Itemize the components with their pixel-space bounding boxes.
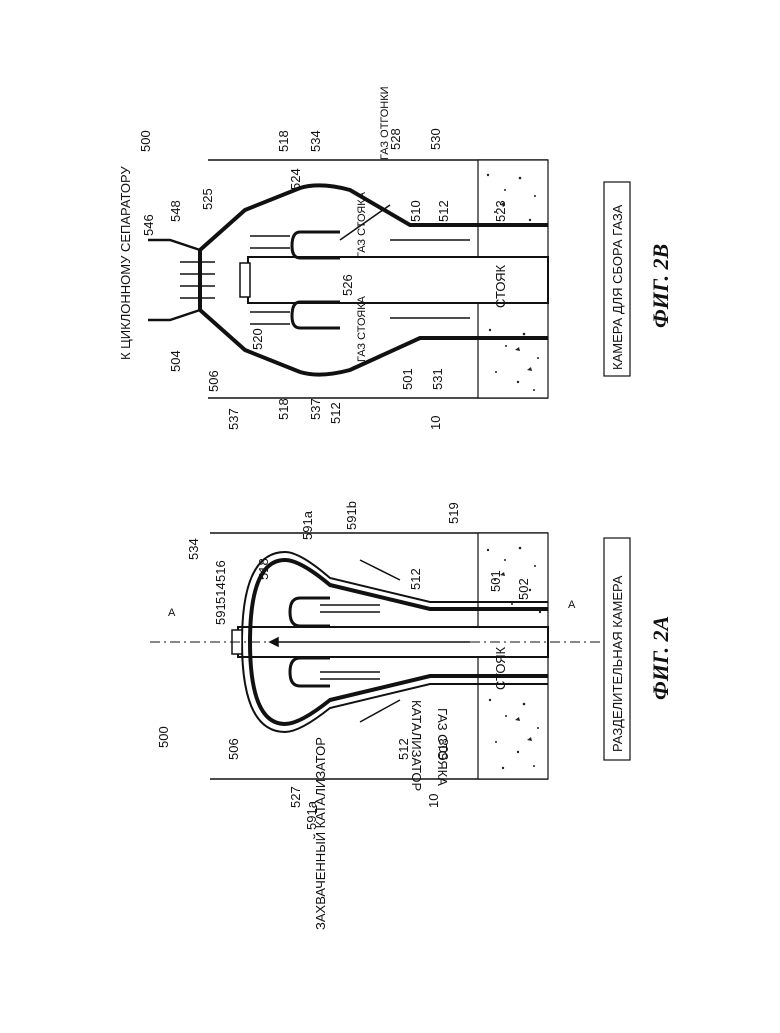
ref-546-2b: 546 [141, 214, 156, 236]
caption-2a: РАЗДЕЛИТЕЛЬНАЯ КАМЕРА [610, 575, 625, 752]
outlet-pipe-left-2b [148, 240, 200, 250]
ref-524-2b: 524 [288, 168, 303, 190]
ref-500-2a: 500 [156, 726, 171, 748]
ref-506-2b: 506 [206, 370, 221, 392]
trapped-catalyst-label-2a: ЗАХВАЧЕННЫЙ КАТАЛИЗАТОР [313, 737, 328, 930]
ref-537-top-2b: 534 [308, 130, 323, 152]
catalyst-label-2a: КАТАЛИЗАТОР [409, 700, 424, 791]
ref-548-2b: 548 [168, 200, 183, 222]
ref-512-top-2b: 512 [436, 200, 451, 222]
ref-518-2a: 518 [256, 558, 271, 580]
ref-506-2a: 506 [226, 738, 241, 760]
ref-537-bottom-2b: 537 [308, 398, 323, 420]
riser-gas-left-2b: ГАЗ СТОЯКА [356, 191, 368, 258]
ref-518-bottom-2b: 518 [276, 398, 291, 420]
ref-514-2a: 514 [213, 582, 228, 604]
ref-502-2a: 502 [516, 578, 531, 600]
ref-534-2a: 534 [186, 538, 201, 560]
riser-cap-2b [240, 263, 250, 297]
ref-10-2b: 10 [428, 416, 443, 430]
ref-500-2b: 500 [138, 130, 153, 152]
fig-label-2b: ФИГ. 2B [648, 244, 673, 328]
ref-518-top-2b: 518 [276, 130, 291, 152]
ref-512-top-2a: 512 [408, 568, 423, 590]
ref-526-2b: 526 [340, 274, 355, 296]
section-marker-top-2a: A [168, 607, 176, 619]
ref-504-2b: 504 [168, 350, 183, 372]
ref-501-2a: 501 [488, 570, 503, 592]
ref-527-2a: 527 [288, 786, 303, 808]
baffle-right-2b [292, 302, 340, 328]
figure-2b: СТОЯК ГАЗ СТОЯКА ГАЗ СТОЯКА ГАЗ ОТГОНКИ … [118, 86, 673, 430]
riser-gas-right-2b: ГАЗ СТОЯКА [356, 295, 368, 362]
ref-516-2a: 516 [213, 560, 228, 582]
ref-10-2a: 10 [426, 794, 441, 808]
outlet-pipe-right-2b [148, 310, 200, 320]
ref-530-2b: 530 [428, 128, 443, 150]
ref-531-2b: 531 [430, 368, 445, 390]
ref-591a-bottom-2a: 591a [304, 800, 319, 830]
ref-512-bottom-2b: 512 [328, 402, 343, 424]
ref-591a-top-2a: 591a [300, 510, 315, 540]
ref-520-2b: 520 [250, 328, 265, 350]
ref-512-bottom-2a: 512 [396, 738, 411, 760]
riser-label-2a: СТОЯК [493, 646, 508, 690]
ref-534-2b: 537 [226, 408, 241, 430]
caption-2b: КАМЕРА ДЛЯ СБОРА ГАЗА [610, 204, 625, 370]
ref-525-2b: 525 [200, 188, 215, 210]
ref-528-2b: 528 [388, 128, 403, 150]
ref-508-2a: 508 [436, 738, 451, 760]
riser-label-2b: СТОЯК [493, 264, 508, 308]
figure-2a: СТОЯК ГАЗ СТОЯКА КАТАЛИЗАТОР ЗАХВАЧЕННЫЙ… [150, 501, 673, 930]
ref-501-2b: 501 [400, 368, 415, 390]
fig-label-2a: ФИГ. 2A [648, 616, 673, 700]
ref-519-2a: 519 [446, 502, 461, 524]
ref-510-2b: 510 [408, 200, 423, 222]
section-marker-bottom-2a: A [568, 599, 576, 611]
ref-523-2b: 523 [493, 200, 508, 222]
cyclone-label-2b: К ЦИКЛОННОМУ СЕПАРАТОРУ [118, 166, 133, 360]
baffle-left-2b [292, 232, 340, 258]
ref-591b-2a: 591b [344, 501, 359, 530]
ref-591-2a: 591 [213, 603, 228, 625]
